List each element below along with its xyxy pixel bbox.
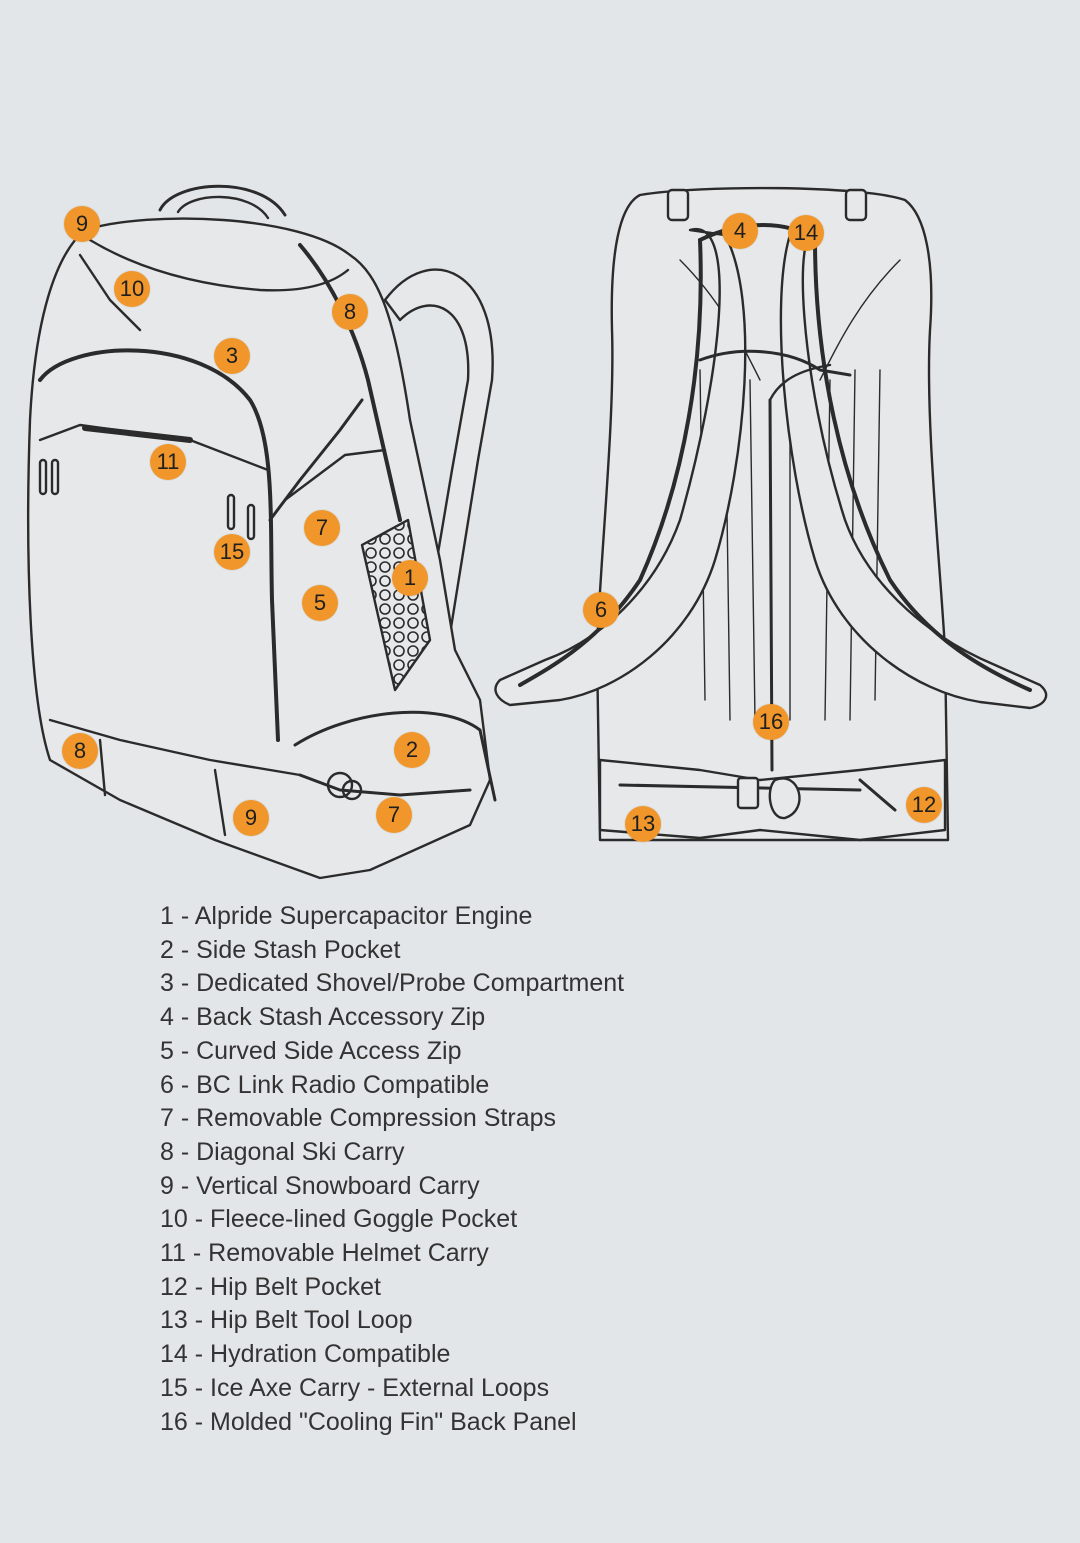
legend-item: 5 - Curved Side Access Zip — [160, 1036, 462, 1065]
callout-7-front-bottom: 7 — [376, 797, 412, 833]
legend-item: 4 - Back Stash Accessory Zip — [160, 1003, 486, 1032]
legend-item: 9 - Vertical Snowboard Carry — [160, 1171, 480, 1200]
legend-item: 8 - Diagonal Ski Carry — [160, 1137, 405, 1166]
callout-8-front-bottom: 8 — [62, 733, 98, 769]
callout-2: 2 — [394, 732, 430, 768]
callout-9-front-top: 9 — [64, 206, 100, 242]
legend-item: 7 - Removable Compression Straps — [160, 1104, 556, 1133]
callout-5: 5 — [302, 585, 338, 621]
callout-9-front-bottom: 9 — [233, 800, 269, 836]
callout-15: 15 — [214, 534, 250, 570]
legend-item: 1 - Alpride Supercapacitor Engine — [160, 902, 533, 930]
callout-13: 13 — [625, 806, 661, 842]
callout-14: 14 — [788, 215, 824, 251]
callout-6: 6 — [583, 592, 619, 628]
front-view — [27, 184, 497, 880]
callout-4: 4 — [722, 213, 758, 249]
back-view — [494, 186, 1048, 842]
callout-1: 1 — [392, 560, 428, 596]
callout-10: 10 — [114, 271, 150, 307]
callout-16: 16 — [753, 704, 789, 740]
callout-3: 3 — [214, 338, 250, 374]
feature-legend: 1 - Alpride Supercapacitor Engine 2 - Si… — [160, 900, 624, 1439]
legend-item: 10 - Fleece-lined Goggle Pocket — [160, 1205, 518, 1234]
diagram-stage: 9 10 8 3 11 7 15 1 5 2 8 9 7 4 14 6 16 1… — [27, 184, 1048, 880]
callout-8-front-top: 8 — [332, 294, 368, 330]
legend-item: 12 - Hip Belt Pocket — [160, 1272, 381, 1301]
legend-item: 6 - BC Link Radio Compatible — [160, 1070, 490, 1099]
callout-11: 11 — [150, 444, 186, 480]
legend-item: 11 - Removable Helmet Carry — [160, 1239, 489, 1268]
legend-item: 13 - Hip Belt Tool Loop — [160, 1306, 413, 1335]
legend-item: 2 - Side Stash Pocket — [160, 935, 401, 964]
legend-item: 14 - Hydration Compatible — [160, 1340, 451, 1369]
legend-item: 3 - Dedicated Shovel/Probe Compartment — [160, 969, 625, 998]
callout-7-front-mid: 7 — [304, 510, 340, 546]
callout-12: 12 — [906, 787, 942, 823]
backpack-illustration — [27, 184, 1048, 880]
legend-item: 15 - Ice Axe Carry - External Loops — [160, 1373, 550, 1402]
legend-item: 16 - Molded "Cooling Fin" Back Panel — [160, 1407, 577, 1436]
